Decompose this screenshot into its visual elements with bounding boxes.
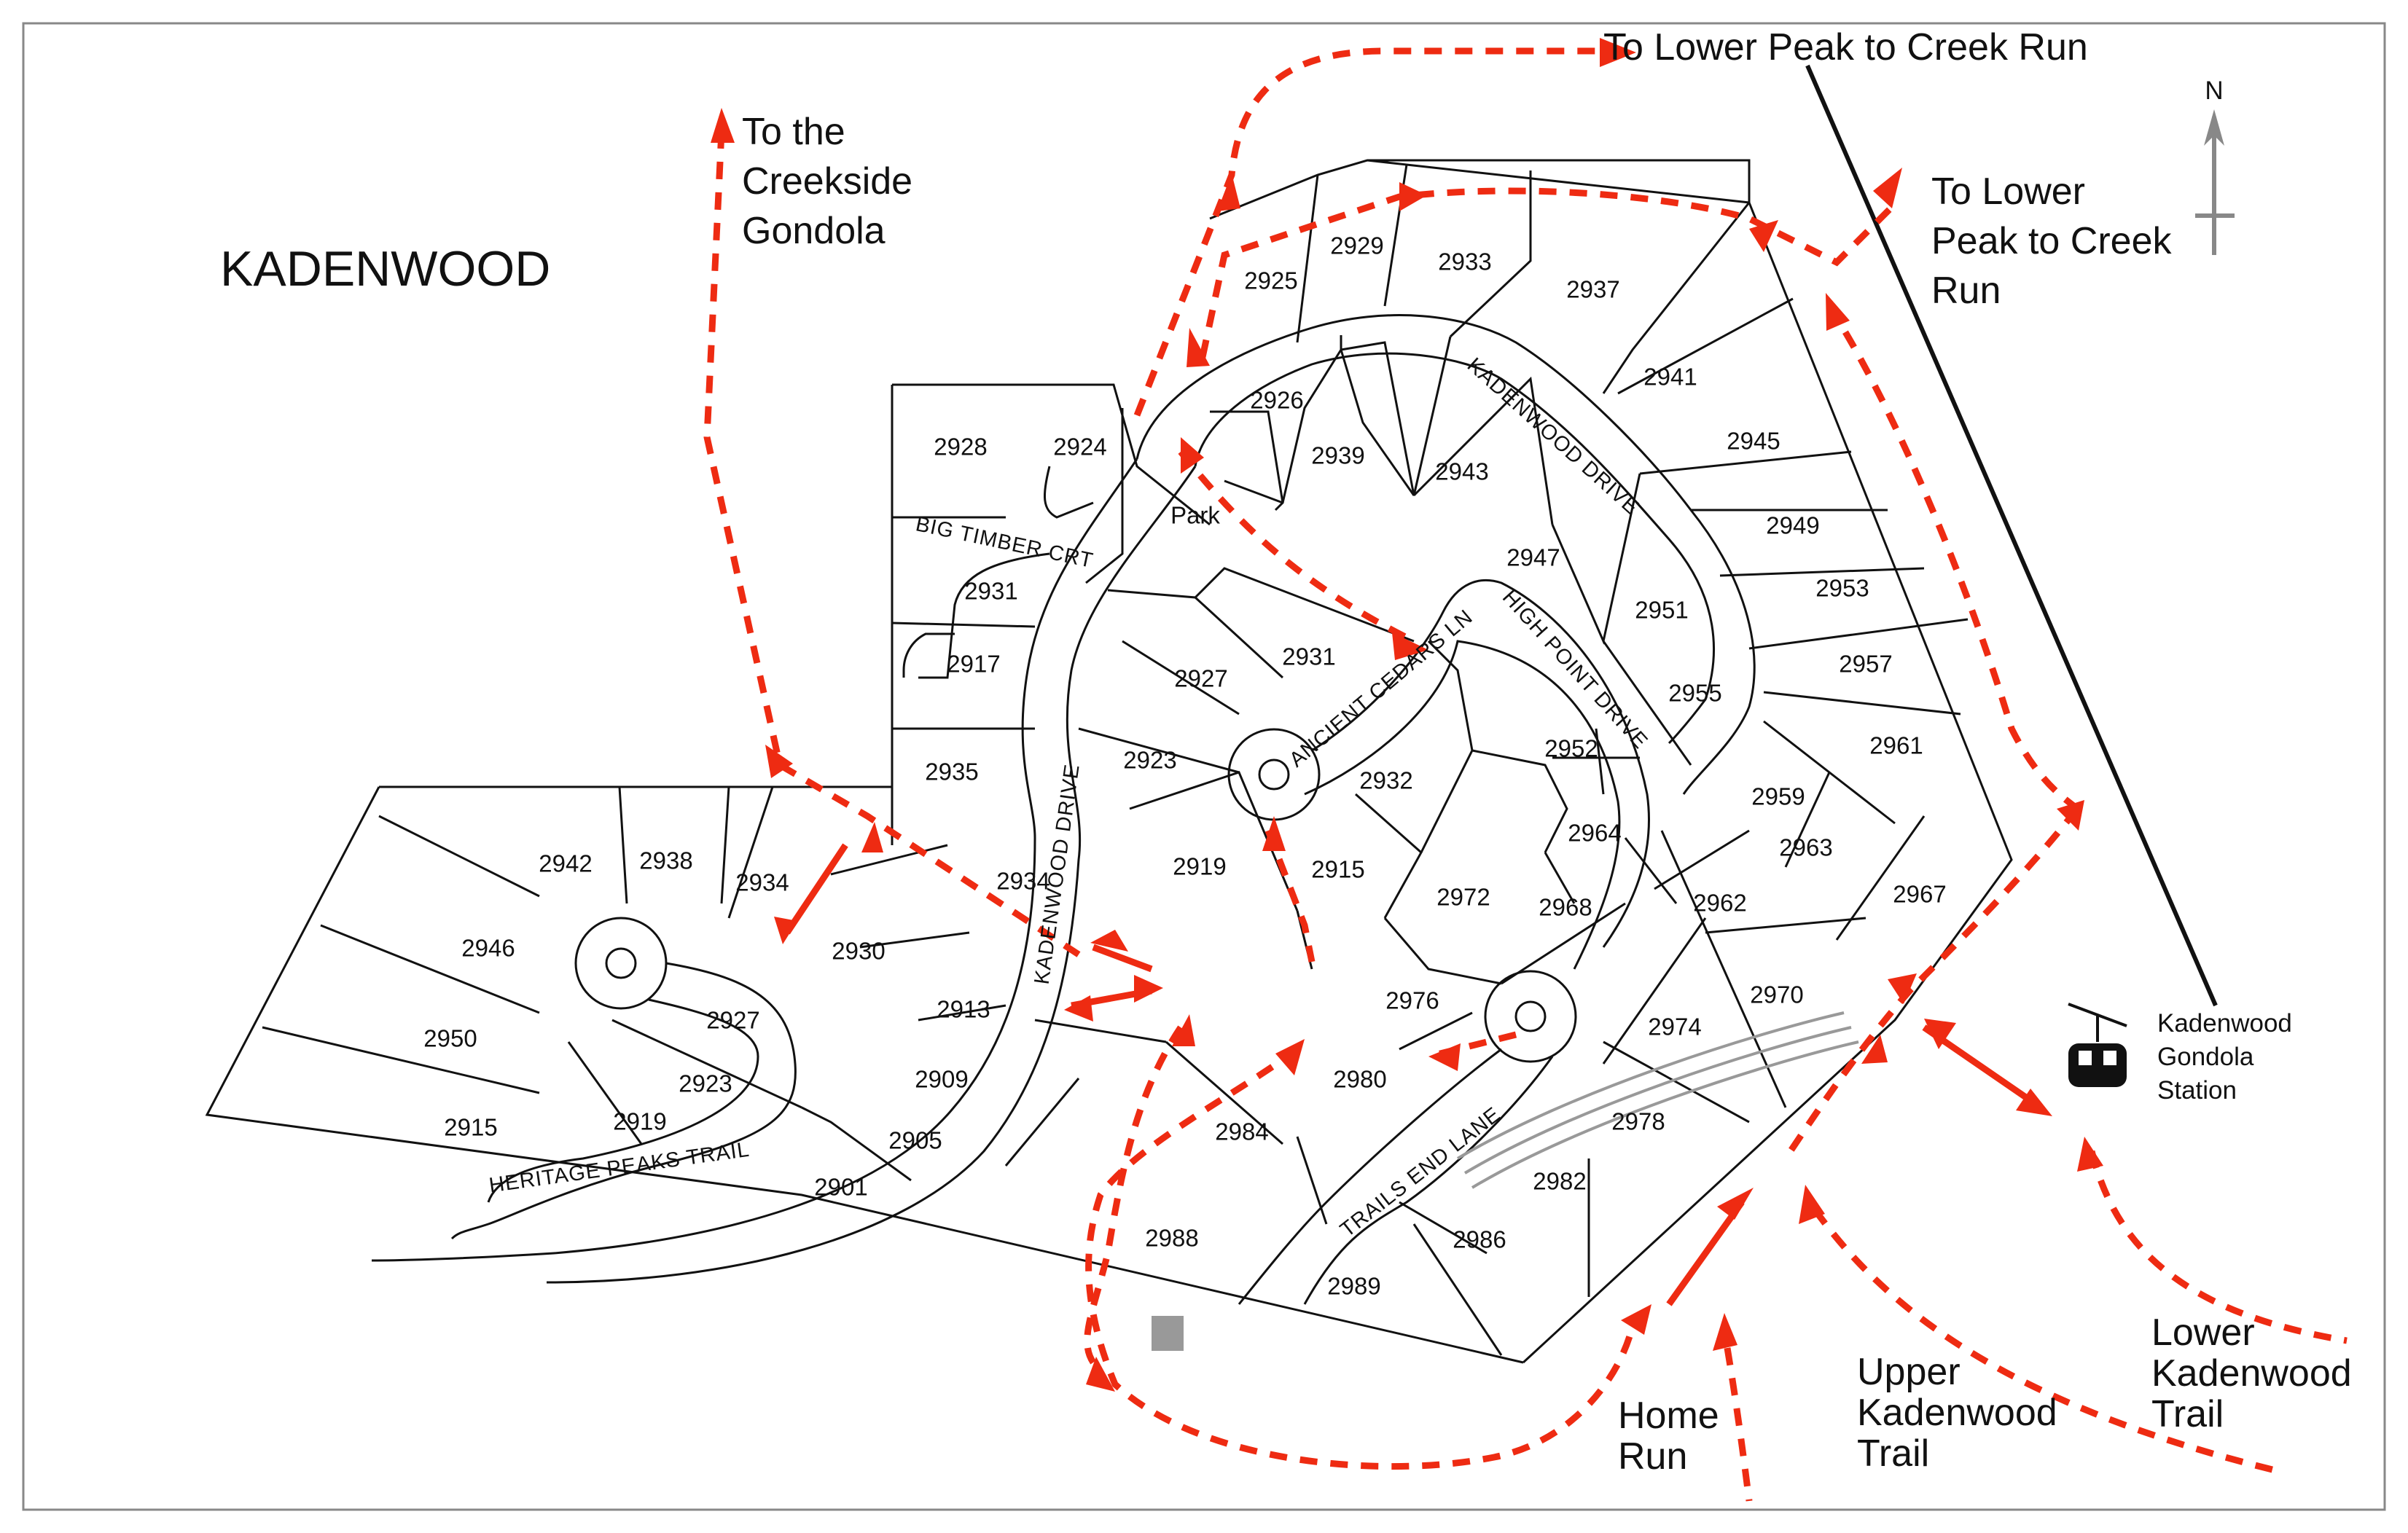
lot-label: 2929 <box>1330 232 1383 259</box>
lot-label: 2962 <box>1693 890 1746 917</box>
lot-label: 2915 <box>444 1114 497 1141</box>
lot-label: 2982 <box>1533 1168 1586 1195</box>
lot-label: 2934 <box>996 868 1049 895</box>
lot-label: 2942 <box>539 850 592 877</box>
lot-label: 2984 <box>1215 1118 1268 1145</box>
trail-arrowheads <box>711 38 2103 1392</box>
gondola-lift-line <box>1456 64 2218 1189</box>
creekside-gondola-label-line-3: Gondola <box>742 210 886 252</box>
lot-label: 2955 <box>1668 680 1721 707</box>
upper-trail-label-line-3: Trail <box>1857 1432 1929 1475</box>
gondola-icon <box>2068 1003 2127 1087</box>
park-label: Park <box>1170 502 1220 529</box>
lot-label: 2932 <box>1359 767 1412 794</box>
map-border <box>22 22 2386 1511</box>
lower-peak-top-label: To Lower Peak to Creek Run <box>1603 26 2088 68</box>
lot-label: 2924 <box>1053 434 1106 460</box>
lot-label: 2978 <box>1611 1108 1665 1135</box>
lower-trail-label-line-1: Lower <box>2151 1312 2255 1354</box>
lot-label: 2915 <box>1311 856 1364 883</box>
gondola-station-label-line-2: Gondola <box>2157 1043 2254 1071</box>
north-arrow-icon: N <box>2195 77 2235 255</box>
lot-label: 2980 <box>1333 1066 1386 1093</box>
lot-label: 2939 <box>1311 442 1364 469</box>
lot-label: 2976 <box>1385 987 1439 1014</box>
lower-trail-label-line-2: Kadenwood <box>2151 1352 2352 1395</box>
lot-label: 2905 <box>888 1127 942 1154</box>
lower-trail-label-line-3: Trail <box>2151 1393 2224 1435</box>
lot-label: 2919 <box>1173 853 1226 880</box>
lot-label: 2935 <box>925 758 978 785</box>
lower-peak-right-label-line-3: Run <box>1931 270 2001 312</box>
lot-label: 2930 <box>832 938 885 965</box>
lot-label: 2989 <box>1327 1273 1380 1300</box>
lot-label: 2953 <box>1815 575 1869 602</box>
lot-label: 2934 <box>735 869 789 896</box>
lot-label: 2923 <box>679 1070 732 1097</box>
lot-label: 2959 <box>1751 783 1805 810</box>
gondola-station-label-line-3: Station <box>2157 1076 2237 1105</box>
lot-label: 2974 <box>1648 1013 1701 1040</box>
lot-label: 2909 <box>915 1066 968 1093</box>
lower-peak-right-label-line-2: Peak to Creek <box>1931 220 2172 262</box>
roads <box>371 314 1756 1305</box>
upper-trail-label-line-1: Upper <box>1857 1351 1961 1393</box>
lot-label: 2937 <box>1566 276 1619 303</box>
home-run-label-line-1: Home <box>1618 1395 1719 1437</box>
lot-label: 2968 <box>1539 894 1592 921</box>
lot-label: 2927 <box>706 1007 759 1034</box>
lot-label: 2943 <box>1435 458 1488 485</box>
lot-label: 2933 <box>1438 248 1491 275</box>
lot-label: 2919 <box>613 1108 666 1135</box>
lot-label: 2961 <box>1869 732 1923 759</box>
lot-label: 2941 <box>1643 364 1697 391</box>
lot-label: 2931 <box>1282 643 1335 670</box>
lot-label: 2923 <box>1123 747 1176 774</box>
lot-label: 2927 <box>1174 665 1227 692</box>
lot-label: 2963 <box>1779 834 1832 861</box>
lot-label: 2967 <box>1893 881 1946 908</box>
lot-label: 2931 <box>964 578 1017 605</box>
lot-label: 2917 <box>947 651 1000 678</box>
lot-label: 2988 <box>1145 1225 1198 1252</box>
lot-label: 2952 <box>1544 735 1598 762</box>
lot-label: 2901 <box>814 1174 867 1201</box>
north-label: N <box>2205 77 2223 105</box>
lot-label: 2945 <box>1727 428 1780 455</box>
lot-label: 2946 <box>461 935 515 962</box>
lot-label: 2957 <box>1839 651 1892 678</box>
lot-label: 2951 <box>1635 597 1688 624</box>
lift-station-marker-icon <box>1152 1316 1184 1351</box>
home-run-label-line-2: Run <box>1618 1435 1687 1478</box>
lot-label: 2947 <box>1506 544 1560 571</box>
creekside-gondola-label-line-1: To the <box>742 111 845 153</box>
lot-label: 2970 <box>1750 981 1803 1008</box>
lot-label: 2986 <box>1453 1226 1506 1253</box>
gondola-station-label-line-1: Kadenwood <box>2157 1009 2292 1038</box>
lot-label: 2925 <box>1244 267 1297 294</box>
upper-trail-label-line-2: Kadenwood <box>1857 1392 2057 1434</box>
lot-label: 2926 <box>1250 387 1303 414</box>
lower-peak-right-label-line-1: To Lower <box>1931 170 2085 213</box>
lot-label: 2949 <box>1766 512 1819 539</box>
lot-label: 2950 <box>423 1025 477 1052</box>
map-title: KADENWOOD <box>220 241 550 297</box>
lot-label: 2972 <box>1436 884 1490 911</box>
creekside-gondola-label-line-2: Creekside <box>742 160 912 203</box>
lot-label: 2913 <box>937 996 990 1023</box>
lot-label: 2928 <box>934 434 987 460</box>
trail-routes <box>703 38 2348 1502</box>
lot-label: 2964 <box>1568 820 1621 847</box>
lot-label: 2938 <box>639 847 692 874</box>
